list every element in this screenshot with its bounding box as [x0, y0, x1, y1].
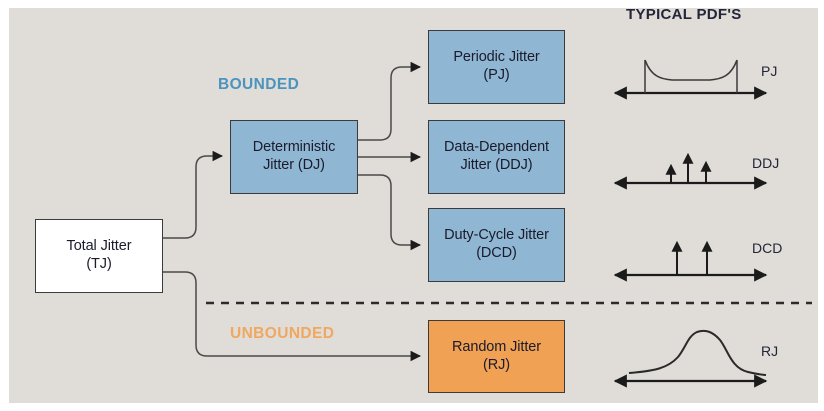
connector-dj-to-pj	[358, 61, 422, 141]
group-label-bounded: BOUNDED	[218, 76, 300, 93]
pdf-plot-dcd	[613, 240, 768, 282]
pdf-label-rj: RJ	[761, 343, 779, 359]
connector-tj-to-dj	[163, 150, 224, 239]
node-data-dependent-jitter-line2: Jitter (DDJ)	[460, 157, 533, 173]
node-periodic-jitter-line2: (PJ)	[483, 67, 510, 83]
node-data-dependent-jitter-line1: Data-Dependent	[443, 139, 549, 156]
pdf-label-dcd: DCD	[752, 240, 783, 256]
node-deterministic-jitter[interactable]: Deterministic Jitter (DJ)	[230, 120, 358, 194]
node-total-jitter[interactable]: Total Jitter (TJ)	[35, 219, 163, 293]
node-total-jitter-line2: (TJ)	[86, 256, 112, 272]
connector-dj-to-dcd	[358, 174, 422, 251]
diagram-panel-background	[9, 8, 818, 403]
pdf-plot-rj	[613, 329, 768, 388]
pdf-plot-pj	[613, 59, 768, 100]
group-label-unbounded: UNBOUNDED	[230, 325, 335, 342]
node-duty-cycle-jitter-line1: Duty-Cycle Jitter	[444, 227, 549, 244]
node-random-jitter[interactable]: Random Jitter (RJ)	[428, 320, 565, 393]
node-periodic-jitter-line1: Periodic Jitter	[453, 49, 540, 66]
pdf-plot-ddj	[613, 152, 768, 190]
node-deterministic-jitter-line2: Jitter (DJ)	[263, 157, 325, 173]
node-periodic-jitter[interactable]: Periodic Jitter (PJ)	[428, 30, 565, 104]
node-duty-cycle-jitter-line2: (DCD)	[476, 245, 517, 261]
node-duty-cycle-jitter[interactable]: Duty-Cycle Jitter (DCD)	[428, 208, 565, 282]
connector-tj-to-rj	[163, 271, 422, 362]
pdf-column-title: TYPICAL PDF'S	[626, 6, 742, 23]
node-data-dependent-jitter[interactable]: Data-Dependent Jitter (DDJ)	[428, 120, 565, 194]
pdf-label-pj: PJ	[761, 63, 778, 79]
node-random-jitter-line2: (RJ)	[483, 356, 510, 373]
node-random-jitter-line1: Random Jitter	[452, 338, 541, 355]
node-deterministic-jitter-line1: Deterministic	[252, 139, 336, 156]
node-total-jitter-line1: Total Jitter	[66, 238, 132, 255]
pdf-label-ddj: DDJ	[752, 155, 780, 171]
